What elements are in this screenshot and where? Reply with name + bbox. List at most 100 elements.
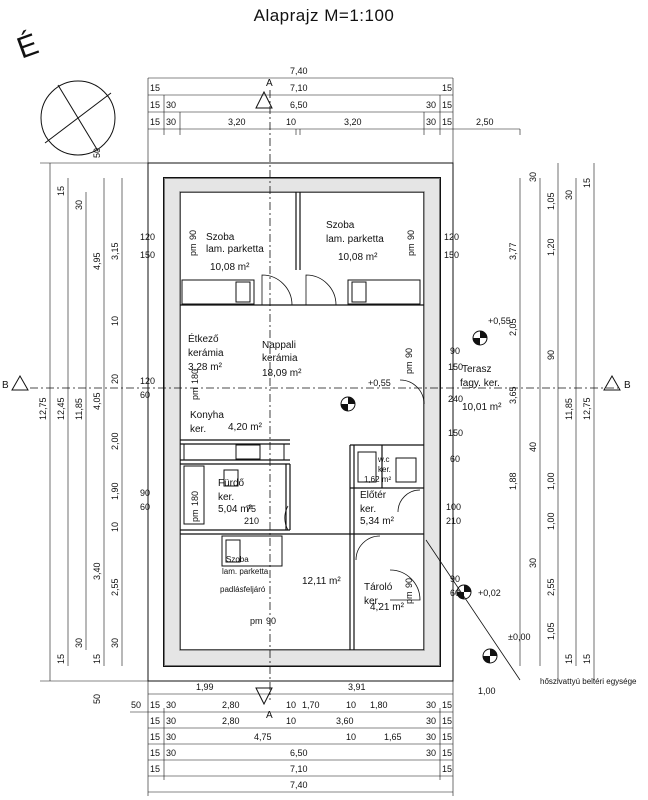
- right-dim-a3: 1,88: [508, 472, 518, 490]
- room-2-name: Szoba: [326, 220, 355, 231]
- opening-90-o: 90: [404, 348, 414, 358]
- top-dim-r2-0: 15: [150, 83, 160, 93]
- compass-icon: [40, 80, 116, 156]
- room-8-area: 5,04 m²: [218, 504, 253, 515]
- right-dim-labels: 12,75 11,85 3,77 2,05 3,65 1,88 1,05 1,2…: [508, 172, 592, 664]
- bot-dim-r5-0: 15: [150, 764, 160, 774]
- opening-100-g: 100: [446, 502, 461, 512]
- left-dim-b7: 30: [110, 638, 120, 648]
- opening-180-n: 180: [190, 491, 200, 506]
- section-a-bottom-label: A: [266, 710, 273, 721]
- bot-dim-r2-4: 3,60: [336, 716, 354, 726]
- top-dimensions: [147, 77, 521, 163]
- level-3: +0,02: [478, 588, 501, 598]
- top-dim-r4-6: 15: [442, 117, 452, 127]
- left-dim-c5: 15: [92, 654, 102, 664]
- opening-pm-k: pm: [188, 243, 198, 256]
- top-dim-r3-0: 15: [150, 100, 160, 110]
- opening-pm-j: pm: [250, 616, 263, 626]
- bot-dim-r5-1: 7,10: [290, 764, 308, 774]
- top-dim-r4-7: 2,50: [476, 117, 494, 127]
- opening-150-b: 150: [444, 250, 459, 260]
- bot-dim-r2-2: 2,80: [222, 716, 240, 726]
- room-labels: Szoba lam. parketta 10,08 m² Szoba lam. …: [188, 220, 502, 613]
- opening-90-h: 90: [450, 574, 460, 584]
- left-dim-a2: 3,40: [92, 562, 102, 580]
- room-3-name: Étkező: [188, 332, 219, 345]
- left-dim-c1: 15: [56, 186, 66, 196]
- bot-dim-r2-0: 15: [150, 716, 160, 726]
- bot-dim-r1-7: 1,80: [370, 700, 388, 710]
- top-dim-labels: 7,40 15 7,10 15 15 30 6,50 30 15 15 30 3…: [150, 66, 494, 127]
- opening-210-i: 210: [244, 516, 259, 526]
- room-8-floor: ker.: [218, 492, 234, 503]
- bot-dim-r1-9: 15: [442, 700, 452, 710]
- right-dim-c1: 15: [582, 178, 592, 188]
- bot-dim-r3-2: 4,75: [254, 732, 272, 742]
- room-7-name: w.c: [377, 455, 390, 464]
- right-dim-b6: 1,05: [546, 622, 556, 640]
- bot-dim-r4-2: 6,50: [290, 748, 308, 758]
- attic-stairs-label: padlásfeljáró: [220, 585, 266, 594]
- right-dim-c5: 30: [528, 558, 538, 568]
- room-4-name: Nappali: [262, 340, 296, 351]
- right-dim-b5: 2,55: [546, 578, 556, 596]
- opening-90-d: 90: [140, 488, 150, 498]
- bot-dim-r0-1: 3,91: [348, 682, 366, 692]
- room-5-name: Konyha: [190, 410, 224, 421]
- opening-120-a: 120: [140, 232, 155, 242]
- bot-dim-r4-1: 30: [166, 748, 176, 758]
- right-dim-a0: 3,77: [508, 242, 518, 260]
- annotation-text: hőszivattyú beltéri egysége: [540, 677, 637, 686]
- room-10-floor: lam. parketta: [222, 567, 269, 576]
- left-dim-c6: 50: [92, 694, 102, 704]
- room-10-area: 12,11 m²: [302, 576, 341, 587]
- room-1-name: Szoba: [206, 232, 235, 243]
- left-dim-total2: 12,45: [56, 397, 66, 420]
- bot-dim-r1-8: 30: [426, 700, 436, 710]
- left-dim-c3: 30: [74, 638, 84, 648]
- opening-90-e: 90: [450, 346, 460, 356]
- left-dimensions: [40, 162, 148, 682]
- level-1: +0,55: [488, 316, 511, 326]
- opening-120-b: 120: [444, 232, 459, 242]
- room-9-area: 5,34 m²: [360, 516, 395, 527]
- furniture: [181, 279, 421, 567]
- bot-dim-r6-0: 7,40: [290, 780, 308, 790]
- top-dim-r4-3: 10: [286, 117, 296, 127]
- bot-dim-r1-5: 1,70: [302, 700, 320, 710]
- top-dim-r3-3: 30: [426, 100, 436, 110]
- right-dimensions: [519, 163, 595, 681]
- section-a-bottom-icon: [255, 687, 273, 706]
- left-dim-total1: 12,75: [38, 397, 48, 420]
- left-dim-c0: 50: [92, 148, 102, 158]
- bot-dim-r0-0: 1,99: [196, 682, 214, 692]
- left-dim-b2: 20: [110, 374, 120, 384]
- left-dim-b1: 10: [110, 316, 120, 326]
- level-4: ±0,00: [508, 632, 530, 642]
- opening-60-d: 60: [140, 502, 150, 512]
- opening-240-e: 240: [448, 394, 463, 404]
- opening-210-g: 210: [446, 516, 461, 526]
- room-3-floor: kerámia: [188, 348, 224, 359]
- bot-dim-r2-5: 30: [426, 716, 436, 726]
- opening-80-p: 90: [404, 578, 414, 588]
- left-dim-b5: 10: [110, 522, 120, 532]
- opening-pm-o: pm: [404, 361, 414, 374]
- opening-labels: 120 150 120 150 120 60 90 60 90 150 240 …: [140, 230, 463, 626]
- top-dim-r4-2: 3,20: [228, 117, 246, 127]
- bot-dim-r4-0: 15: [150, 748, 160, 758]
- opening-150-e: 150: [448, 362, 463, 372]
- right-dim-a2: 3,65: [508, 386, 518, 404]
- bot-dim-r3-6: 15: [442, 732, 452, 742]
- opening-pm-n: pm: [190, 509, 200, 522]
- top-dim-r3-1: 30: [166, 100, 176, 110]
- right-dim-b0: 1,05: [546, 192, 556, 210]
- right-dim-c0: 30: [564, 190, 574, 200]
- room-11-floor: ker.: [364, 596, 380, 607]
- room-2-area: 10,08 m²: [338, 252, 378, 263]
- right-dim-b3: 1,00: [546, 472, 556, 490]
- section-b-right-label: B: [624, 380, 631, 391]
- doors: [261, 274, 425, 601]
